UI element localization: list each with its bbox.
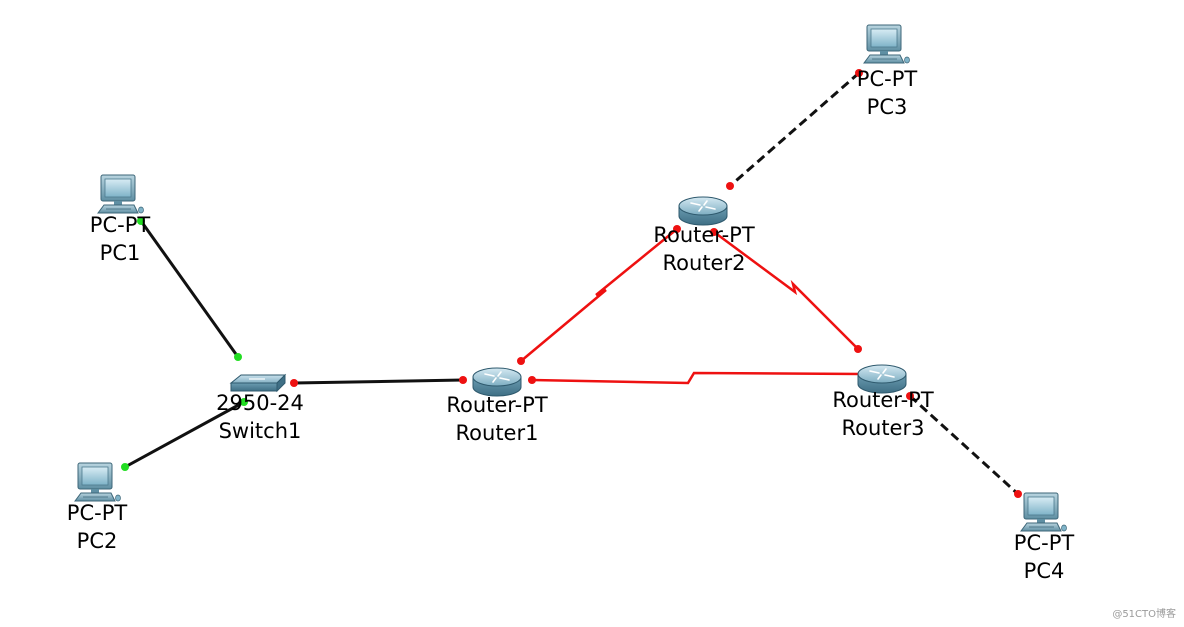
router-icon[interactable] <box>472 367 522 397</box>
device-model-label: Router-PT <box>653 223 754 247</box>
device-name-label: PC4 <box>1024 559 1065 583</box>
link-light-down <box>854 345 862 353</box>
serial-cable[interactable] <box>520 228 678 362</box>
copper-cable[interactable] <box>124 400 245 469</box>
copper-cable[interactable] <box>293 378 464 385</box>
device-model-label: PC-PT <box>857 67 918 91</box>
links-layer <box>121 69 1022 498</box>
device-pc1[interactable]: PC-PT PC1 <box>90 174 151 265</box>
link-light-down <box>710 228 718 236</box>
link-light-down <box>726 182 734 190</box>
link-light-down <box>517 357 525 365</box>
link-light-down <box>459 376 467 384</box>
device-name-label: PC1 <box>100 241 141 265</box>
link-light-up <box>240 398 248 406</box>
link-light-up <box>137 217 145 225</box>
link-light-down <box>906 392 914 400</box>
link-pc1-switch1[interactable] <box>137 217 242 361</box>
device-model-label: PC-PT <box>1014 531 1075 555</box>
device-pc4[interactable]: PC-PT PC4 <box>1014 492 1075 583</box>
device-router2[interactable]: Router-PT Router2 <box>653 196 755 275</box>
device-model-label: Router-PT <box>832 388 933 412</box>
device-model-label: Router-PT <box>446 393 547 417</box>
router-icon[interactable] <box>857 364 907 394</box>
device-model-label: 2950-24 <box>216 391 304 415</box>
link-light-down <box>528 376 536 384</box>
copper-cable[interactable] <box>729 71 860 188</box>
pc-icon[interactable] <box>97 174 144 214</box>
device-router1[interactable]: Router-PT Router1 <box>446 367 548 445</box>
link-pc3-router2[interactable] <box>726 69 863 190</box>
devices-layer: PC-PTPC1PC-PTPC2PC-PTPC3PC-PTPC42950-24S… <box>67 24 1075 583</box>
device-name-label: Switch1 <box>219 419 302 443</box>
device-pc2[interactable]: PC-PT PC2 <box>67 462 128 553</box>
device-name-label: Router1 <box>456 421 539 445</box>
device-name-label: Router2 <box>663 251 746 275</box>
link-light-down <box>855 69 863 77</box>
serial-cable[interactable] <box>713 230 859 350</box>
device-name-label: PC2 <box>77 529 118 553</box>
link-router1-router2[interactable] <box>517 225 681 365</box>
link-light-up <box>234 353 242 361</box>
pc-icon[interactable] <box>863 24 910 64</box>
link-switch1-router1[interactable] <box>290 376 467 387</box>
copper-cable[interactable] <box>139 220 240 358</box>
link-light-up <box>121 463 129 471</box>
link-pc2-switch1[interactable] <box>121 398 248 471</box>
serial-cable[interactable] <box>531 371 863 385</box>
device-router3[interactable]: Router-PT Router3 <box>832 364 934 440</box>
copper-cable[interactable] <box>908 394 1020 496</box>
watermark: @51CTO博客 <box>1112 607 1176 620</box>
link-router1-router3[interactable] <box>528 370 866 385</box>
link-light-down <box>673 225 681 233</box>
device-name-label: Router3 <box>842 416 925 440</box>
link-pc4-router3[interactable] <box>906 392 1022 498</box>
device-pc3[interactable]: PC-PT PC3 <box>857 24 918 119</box>
link-light-down <box>290 379 298 387</box>
pc-icon[interactable] <box>74 462 121 502</box>
router-icon[interactable] <box>678 196 728 226</box>
device-name-label: PC3 <box>867 95 908 119</box>
pc-icon[interactable] <box>1020 492 1067 532</box>
switch-icon[interactable] <box>229 373 287 393</box>
link-light-down <box>1014 490 1022 498</box>
link-router2-router3[interactable] <box>710 228 862 353</box>
device-model-label: PC-PT <box>90 213 151 237</box>
device-model-label: PC-PT <box>67 501 128 525</box>
